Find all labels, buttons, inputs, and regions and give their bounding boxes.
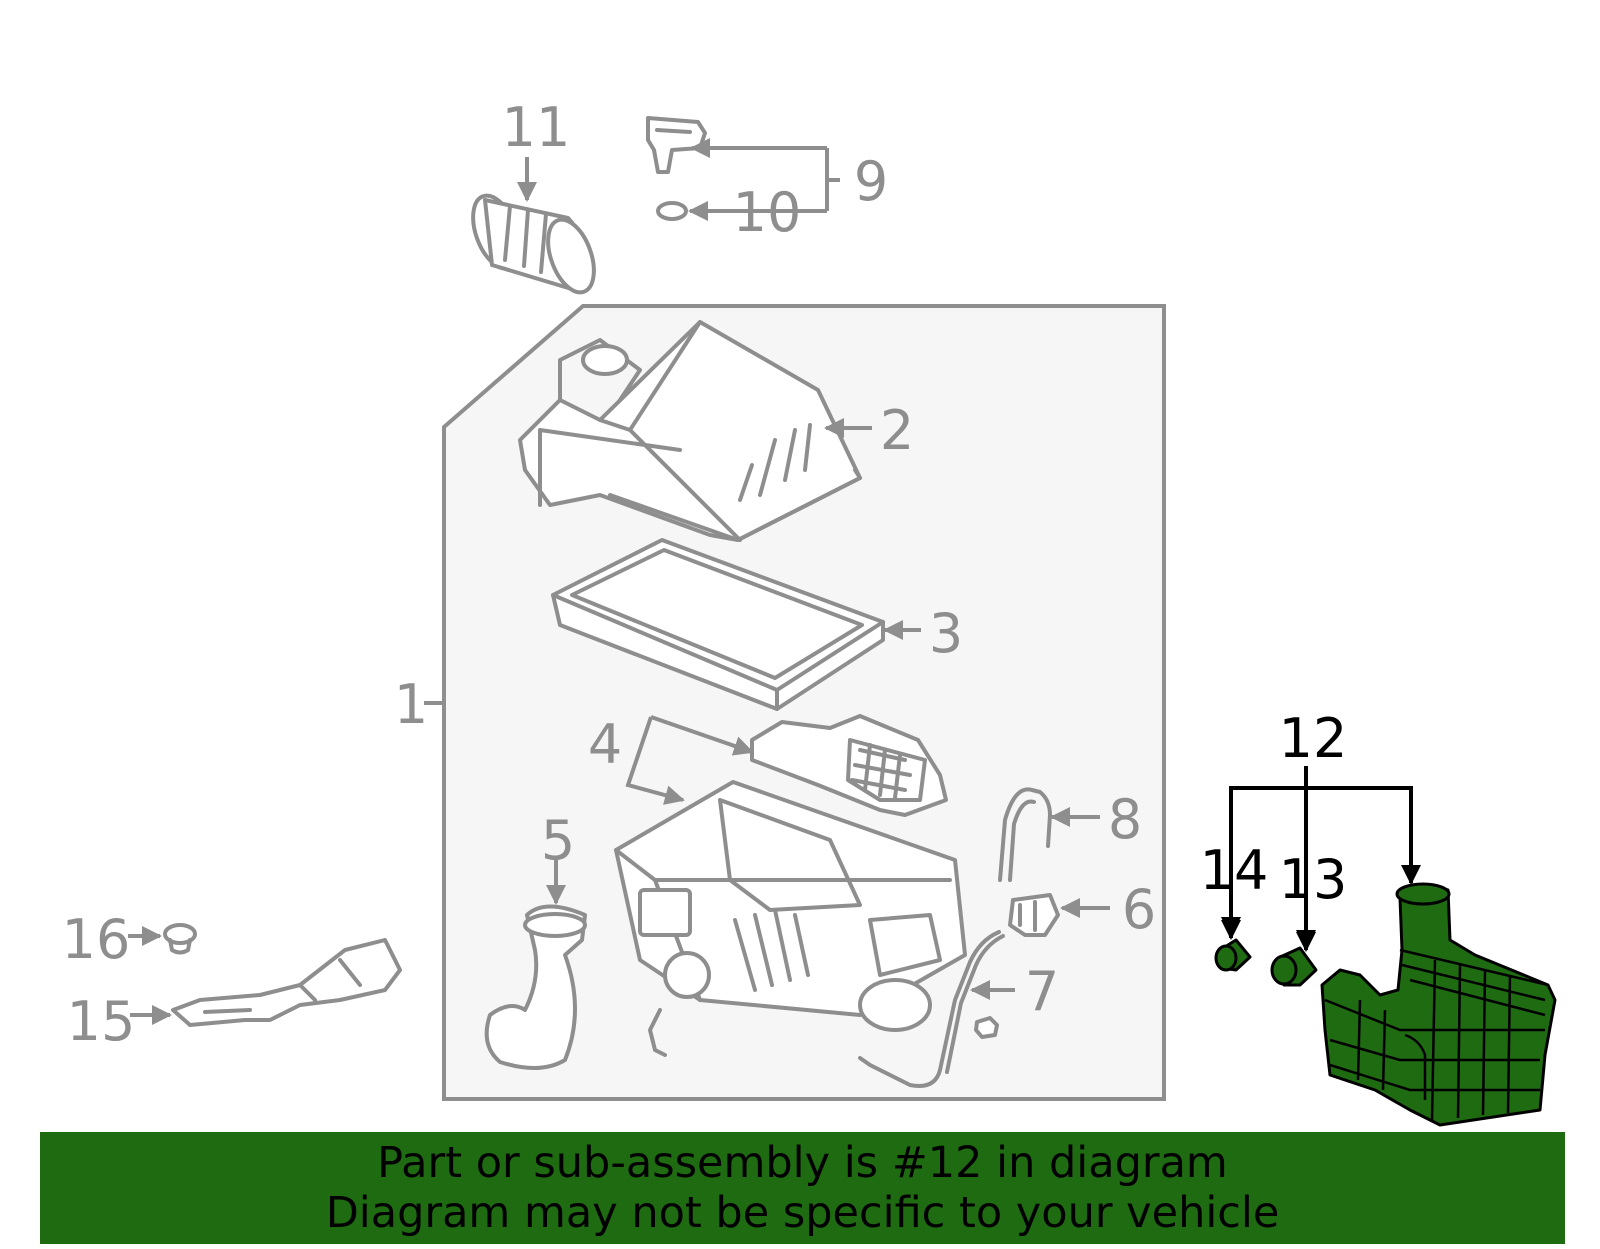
part-9-sensor[interactable] [646, 116, 707, 174]
callout-5: 5 [541, 809, 575, 872]
part-14-plug[interactable] [1214, 938, 1252, 972]
banner-line-2: Diagram may not be specific to your vehi… [325, 1188, 1280, 1238]
callout-3: 3 [929, 602, 963, 665]
leader-4-lower [625, 716, 685, 805]
callout-6: 6 [1122, 878, 1156, 941]
callout-12: 12 [1279, 707, 1348, 770]
callout-14: 14 [1200, 839, 1269, 902]
part-3-filter[interactable] [551, 538, 885, 711]
part-12-resonator[interactable] [1320, 882, 1557, 1127]
leader-9-bracket [825, 148, 840, 211]
part-2-upper-housing[interactable] [518, 320, 862, 542]
part-16-grommet[interactable] [163, 923, 197, 955]
part-7-cap[interactable] [974, 1016, 999, 1039]
callout-16: 16 [62, 908, 131, 971]
notice-banner: Part or sub-assembly is #12 in diagram D… [40, 1132, 1565, 1244]
part-8-bent-tube[interactable] [998, 787, 1052, 882]
part-15-bracket[interactable] [171, 938, 402, 1027]
callout-10: 10 [733, 181, 802, 244]
callout-8: 8 [1108, 788, 1142, 851]
part-10-o-ring[interactable] [656, 201, 688, 221]
callout-15: 15 [67, 990, 136, 1053]
leader-4-upper [650, 715, 754, 756]
callout-1: 1 [394, 673, 428, 736]
part-7-hose[interactable] [858, 930, 1005, 1088]
part-13-plug[interactable] [1270, 946, 1318, 987]
callout-13: 13 [1279, 848, 1348, 911]
callout-4: 4 [588, 713, 622, 776]
callout-2: 2 [880, 399, 914, 462]
part-11-maf-tube[interactable] [464, 189, 603, 298]
leader-12-bracket [1231, 766, 1411, 790]
part-6-connector[interactable] [1008, 893, 1060, 937]
callout-7: 7 [1025, 960, 1059, 1023]
callout-9: 9 [854, 150, 888, 213]
banner-line-1: Part or sub-assembly is #12 in diagram [377, 1138, 1228, 1188]
callout-11: 11 [502, 96, 571, 159]
part-5-intake-hose[interactable] [484, 904, 587, 1071]
part-4-lower-housing[interactable] [614, 714, 967, 1057]
